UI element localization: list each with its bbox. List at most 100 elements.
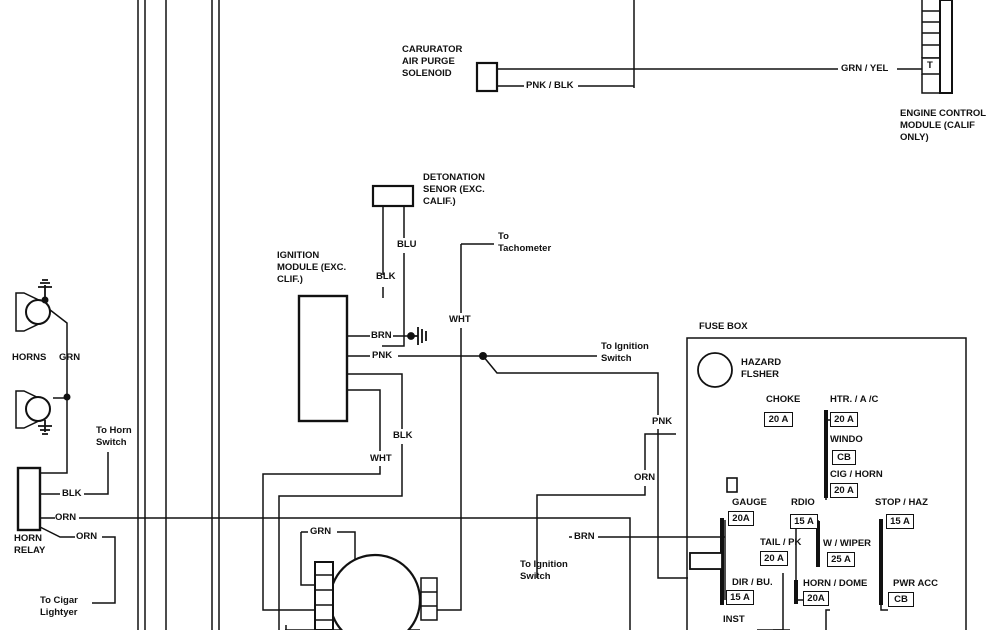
- purge-title-line-2: AIR PURGE: [402, 56, 455, 67]
- fuse-w-wiper-label: W / WIPER: [823, 538, 872, 549]
- ecm-pin-label: T: [927, 60, 933, 71]
- wire-pnk-diag: [482, 355, 688, 579]
- wire-label-blk-top: BLK: [376, 271, 396, 282]
- wire-lower-wht: [262, 389, 381, 611]
- fuse-horn-dome-rating: 20A: [803, 591, 829, 606]
- wire-orn-cigar: [39, 526, 116, 604]
- fuse-stop-haz-label: STOP / HAZ: [875, 497, 928, 508]
- wire-label-grn-yel: GRN / YEL: [841, 63, 889, 74]
- fuse-choke-rating: 20 A: [764, 412, 793, 427]
- ground-symbol: [407, 327, 427, 345]
- cigar-lighter-label: To Cigar Lightyer: [40, 595, 78, 619]
- fuse-rdio-label: RDIO: [791, 497, 815, 508]
- wire-detonation: [382, 207, 405, 347]
- wire-wht-tach: [437, 243, 494, 611]
- ignition-title-line-2: MODULE (EXC.: [277, 262, 347, 273]
- wire-label-blk-horn: BLK: [62, 488, 82, 499]
- wire-grn-lower: [300, 531, 356, 586]
- purge-title-line-1: CARURATOR: [402, 44, 463, 55]
- distributor-base: [285, 625, 420, 630]
- fuse-box-bus6: [825, 609, 830, 630]
- wire-label-blk-lower: BLK: [393, 430, 413, 441]
- wire-label-grn: GRN: [310, 526, 332, 537]
- fuse-cig-horn-label: CIG / HORN: [830, 469, 883, 480]
- distributor-right-ticks: [421, 591, 437, 607]
- ignition-title-line-1: IGNITION: [277, 250, 320, 261]
- cigar-line-1: To Cigar: [40, 595, 78, 606]
- fuse-gauge-rating: 20A: [728, 511, 754, 526]
- fuse-dir-bu-label: DIR / BU.: [732, 577, 773, 588]
- horn-relay-label: HORN RELAY: [14, 533, 45, 557]
- fuse-dir-bu-rating: 15 A: [726, 590, 754, 605]
- horn-upper-dot: [41, 296, 49, 304]
- fuse-box-title: FUSE BOX: [699, 321, 748, 332]
- horn-relay-line-1: HORN: [14, 533, 42, 544]
- ignition-title-line-3: CLIF.): [277, 274, 303, 285]
- ecm-body: [939, 0, 953, 94]
- horn-switch-line-2: Switch: [96, 437, 127, 448]
- wire-label-orn: ORN: [634, 472, 656, 483]
- fuse-pwr-acc-label: PWR ACC: [893, 578, 939, 589]
- purge-solenoid-title: CARURATOR AIR PURGE SOLENOID: [402, 44, 462, 80]
- frame-line: [137, 0, 220, 630]
- wire-horns: [40, 305, 68, 474]
- wire-label-pnk-2: PNK: [652, 416, 673, 427]
- flasher-unit: [689, 552, 723, 570]
- fuse-stop-haz-rating: 15 A: [886, 514, 914, 529]
- wire-label-blu: BLU: [397, 239, 417, 250]
- wire-label-wht-lower: WHT: [370, 453, 392, 464]
- fuse-w-wiper-rating: 25 A: [827, 552, 855, 567]
- ign-switch-upper-line-1: To Ignition: [601, 341, 649, 352]
- wire-label-wht-right: WHT: [449, 314, 471, 325]
- fuse-windo-label: WINDO: [830, 434, 863, 445]
- distributor-terminal: [420, 577, 438, 621]
- junction-dot: [479, 352, 487, 360]
- ecm-pins: [921, 0, 940, 59]
- purge-title-line-3: SOLENOID: [402, 68, 452, 79]
- wire-label-brn: BRN: [371, 330, 392, 341]
- horn-relay-line-2: RELAY: [14, 545, 46, 556]
- wire-horn-switch: [40, 452, 109, 495]
- ign-switch-lower-line-1: To Ignition: [520, 559, 568, 570]
- detonation-title: DETONATION SENOR (EXC. CALIF.): [423, 172, 485, 208]
- cigar-line-2: Lightyer: [40, 607, 78, 618]
- hazard-flasher-circle: [697, 352, 733, 388]
- hazard-line-2: FLSHER: [741, 369, 779, 380]
- horns-label: HORNS: [12, 352, 47, 363]
- gauge-indicator: [726, 477, 738, 493]
- wire-label-grn-horns: GRN: [59, 352, 81, 363]
- ignition-switch-upper-label: To Ignition Switch: [601, 341, 649, 365]
- ign-switch-lower-line-2: Switch: [520, 571, 551, 582]
- wire-label-brn-lower: BRN: [574, 531, 595, 542]
- fuse-inst-label: INST: [723, 614, 745, 625]
- fuse-pwr-acc-rating: CB: [888, 592, 914, 607]
- hazard-line-1: HAZARD: [741, 357, 782, 368]
- fuse-windo-rating: CB: [832, 450, 856, 465]
- detonation-title-line-2: SENOR (EXC.: [423, 184, 485, 195]
- ignition-switch-lower-label: To Ignition Switch: [520, 559, 568, 583]
- detonation-title-line-3: CALIF.): [423, 196, 456, 207]
- distributor-left-terminal: [314, 561, 334, 630]
- fuse-tail-pk-rating: 20 A: [760, 551, 788, 566]
- distributor-cap: [328, 553, 422, 630]
- detonation-title-line-1: DETONATION: [423, 172, 485, 183]
- fuse-choke-label: CHOKE: [766, 394, 801, 405]
- wire-orn-ign: [536, 433, 676, 578]
- horn-switch-line-1: To Horn: [96, 425, 132, 436]
- fuse-cig-horn-rating: 20 A: [830, 483, 858, 498]
- hazard-flasher-label: HAZARD FLSHER: [741, 357, 781, 381]
- wire-label-pnk: PNK: [372, 350, 393, 361]
- tach-line-2: Tachometer: [498, 243, 552, 254]
- fuse-htr-ac-label: HTR. / A /C: [830, 394, 879, 405]
- horn-relay-box: [16, 466, 42, 532]
- ignition-module-box: [297, 294, 349, 423]
- wire-horn-orn: [40, 517, 631, 630]
- ecm-title: ENGINE CONTROL MODULE (CALIF ONLY): [900, 108, 986, 144]
- ecm-title-line-3: ONLY): [900, 132, 929, 143]
- ecm-title-line-1: ENGINE CONTROL: [900, 108, 987, 119]
- detonation-sensor-box: [371, 184, 415, 208]
- purge-solenoid-box: [475, 61, 499, 93]
- ecm-title-line-2: MODULE (CALIF: [900, 120, 975, 131]
- fuse-htr-ac-rating: 20 A: [830, 412, 858, 427]
